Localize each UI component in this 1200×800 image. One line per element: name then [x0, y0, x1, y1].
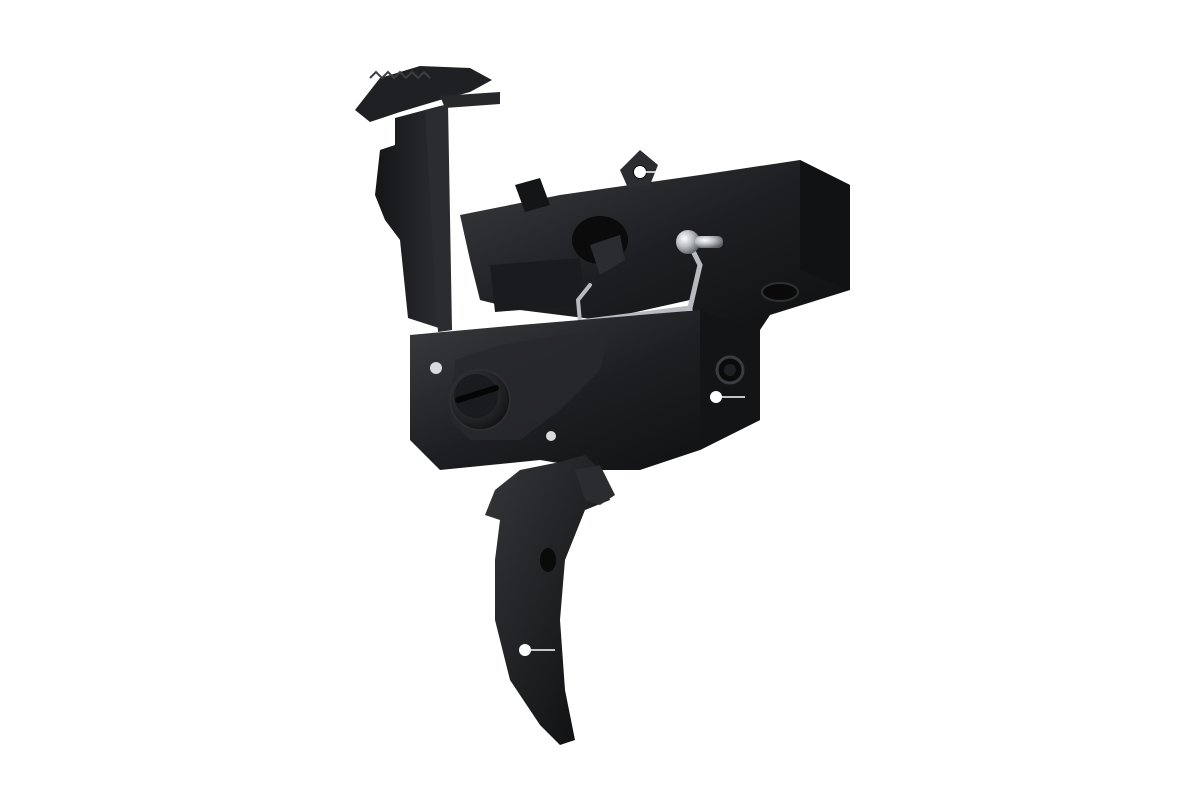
- adjustment-screw: [449, 369, 511, 431]
- spring-wire: [575, 230, 723, 325]
- hotspot-trigger-blade[interactable]: [519, 644, 555, 656]
- hotspot-adjustment-screw[interactable]: [710, 391, 745, 403]
- safety-lever: [355, 66, 500, 332]
- hotspot-safety-pin[interactable]: [634, 166, 660, 178]
- trigger-blade: [485, 455, 615, 745]
- upper-housing: [460, 150, 850, 340]
